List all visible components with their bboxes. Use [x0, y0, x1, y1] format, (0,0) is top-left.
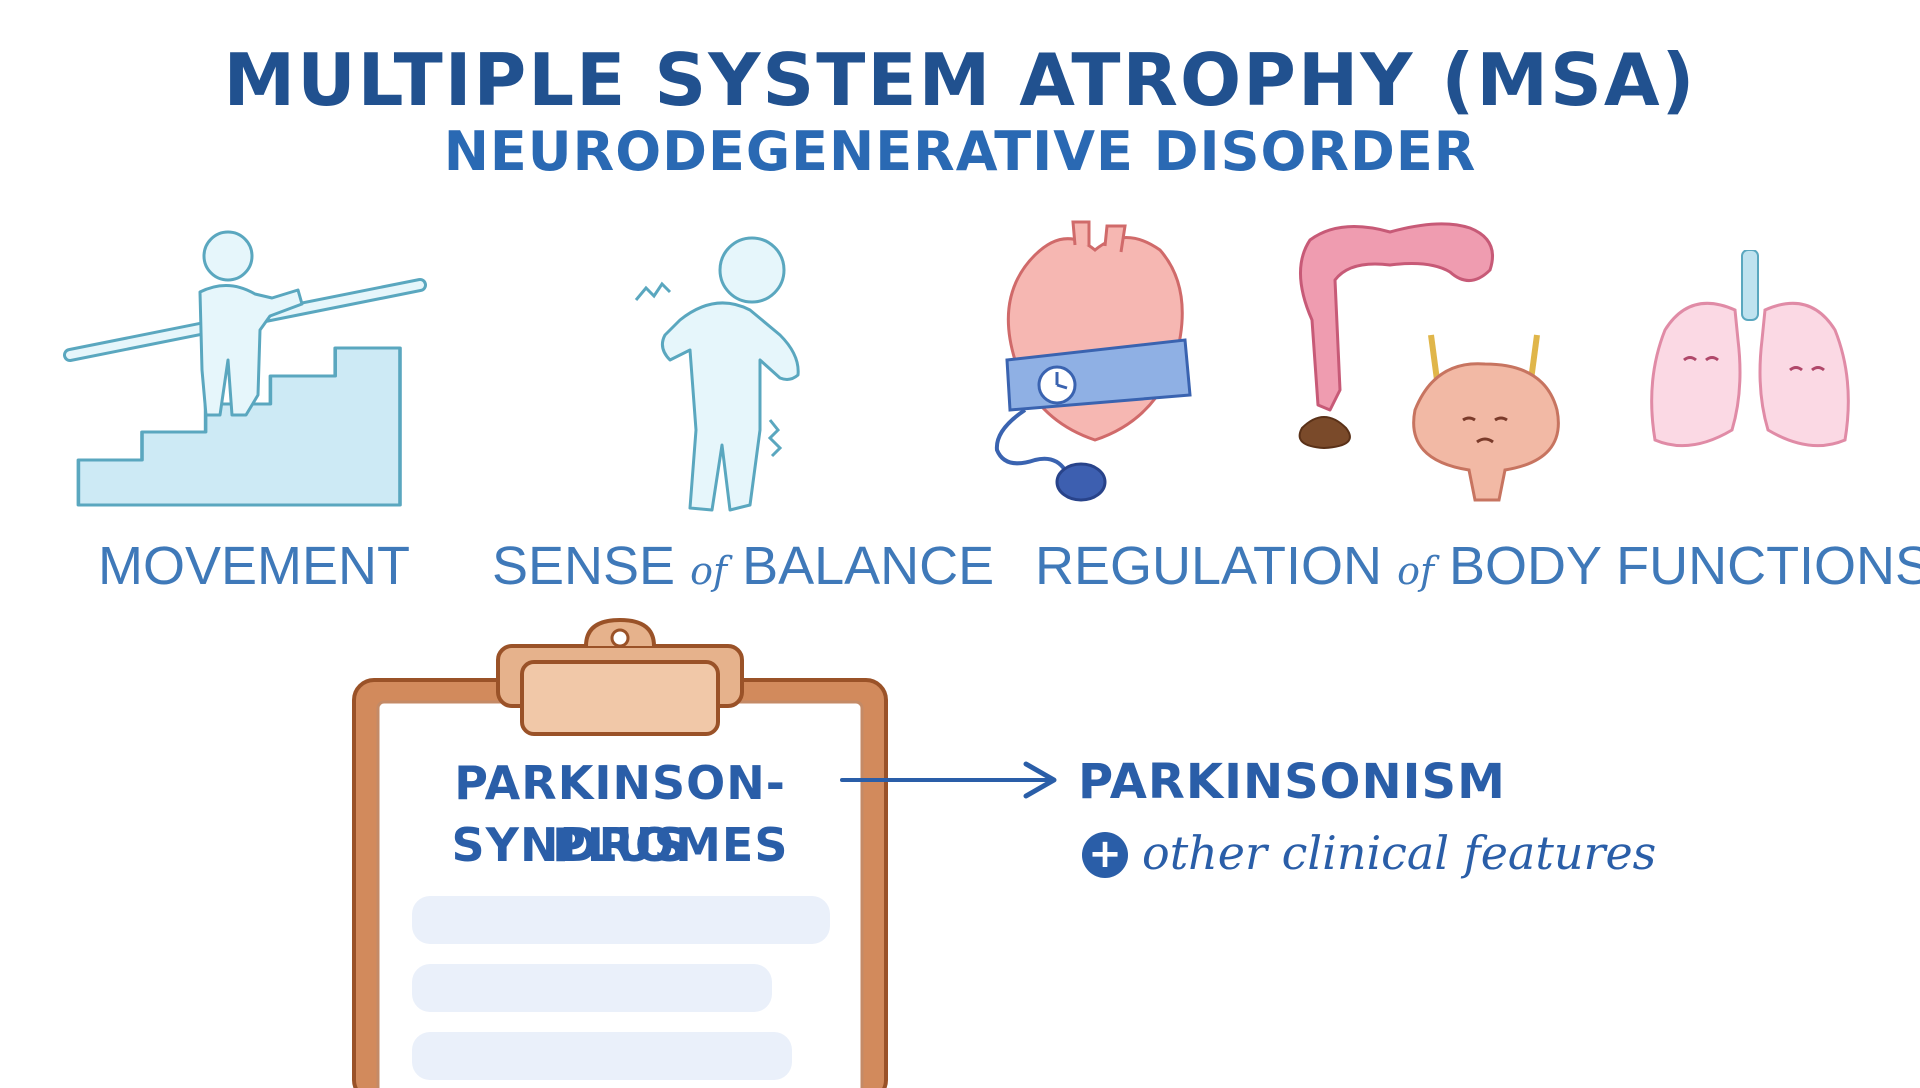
clipboard-placeholder-bar — [412, 896, 830, 944]
heart-blood-pressure-icon — [994, 220, 1192, 502]
category-connector: of — [690, 549, 728, 593]
page-title: MULTIPLE SYSTEM ATROPHY (MSA) — [223, 38, 1697, 122]
category-label-text: SENSE — [492, 536, 676, 596]
page-subtitle: NEURODEGENERATIVE DISORDER — [443, 120, 1477, 183]
category-movement-label: MOVEMENT — [98, 535, 410, 597]
clipboard-placeholder-bar — [412, 964, 772, 1012]
category-connector: of — [1397, 549, 1435, 593]
lungs-icon — [1650, 250, 1850, 448]
category-regulation-label: REGULATION of BODY FUNCTIONS — [1035, 535, 1920, 597]
clipboard-line-2: SYNDROMES — [451, 818, 789, 872]
category-label-text: REGULATION — [1035, 536, 1383, 596]
stairs-climber-icon — [63, 230, 427, 507]
result-detail: other clinical features — [1142, 826, 1657, 880]
result-title: PARKINSONISM — [1078, 754, 1506, 810]
clipboard-line-1: PARKINSON-PLUS — [454, 756, 786, 872]
category-balance-label: SENSE of BALANCE — [492, 535, 994, 597]
category-label-text: BALANCE — [742, 536, 995, 596]
intestine-icon — [1298, 222, 1494, 450]
dizzy-person-icon — [634, 236, 800, 512]
category-label-text: BODY FUNCTIONS — [1449, 536, 1920, 596]
category-label-text: MOVEMENT — [98, 536, 411, 596]
bladder-icon — [1412, 334, 1560, 502]
arrow-right-icon — [840, 761, 1057, 799]
clipboard-placeholder-bar — [412, 1032, 792, 1080]
plus-circle-icon: + — [1082, 832, 1128, 878]
